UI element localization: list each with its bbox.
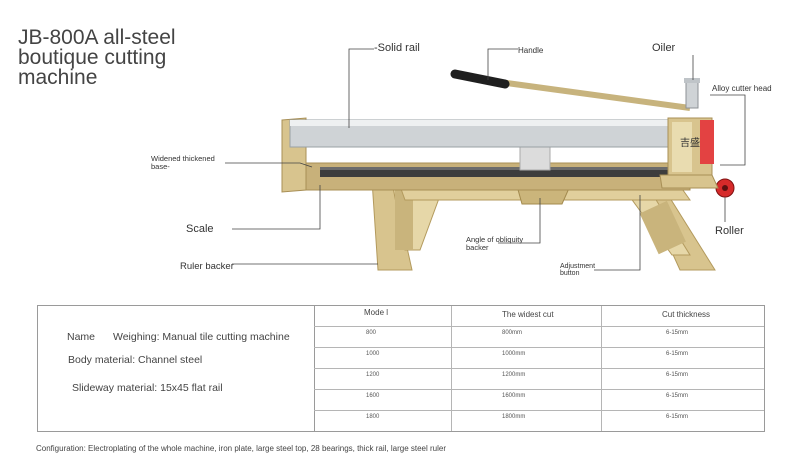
machine-logo: 吉盛 [680,136,700,149]
table-row: 800 800mm 6-15mm [314,326,764,347]
table-row: 1000 1000mm 6-15mm [314,347,764,368]
base-frame [371,179,716,271]
table-row: 1200 1200mm 6-15mm [314,368,764,389]
label-ruler-backer: Ruler backer [180,261,234,272]
page-title: JB-800A all-steel boutique cutting machi… [18,26,176,89]
table-row: 1600 1600mm 6-15mm [314,389,764,410]
handle-grip [450,69,510,89]
cutting-machine-illustration: 吉盛 [225,48,746,271]
spec-details: Name Weighing: Manual tile cutting machi… [38,306,315,431]
label-angle-backer: Angle of obliquity backer [466,235,524,252]
label-scale: Scale [186,223,214,235]
configuration-note: Configuration: Electroplating of the who… [36,444,447,453]
label-handle: Handle [518,46,544,55]
label-solid-rail: -Solid rail [374,42,420,54]
header-widest-cut: The widest cut [502,310,554,319]
spec-box: Name Weighing: Manual tile cutting machi… [37,305,765,432]
label-roller: Roller [715,225,744,237]
spec-slideway: Slideway material: 15x45 flat rail [72,382,223,394]
label-oiler: Oiler [652,42,676,54]
spec-name-label: Name [67,331,96,343]
label-adjustment-button: Adjustment button [560,263,596,277]
spec-weighing: Weighing: Manual tile cutting machine [113,331,290,343]
spec-table: Mode l The widest cut Cut thickness 800 … [314,306,764,431]
header-model: Mode l [364,308,389,317]
callout-lines [225,48,746,271]
label-widened-base: Widened thickened base- [151,154,215,171]
header-cut-thickness: Cut thickness [662,310,711,319]
label-alloy-cutter-head: Alloy cutter head [712,84,772,93]
table-row: 1800 1800mm 6-15mm [314,410,764,431]
spec-body-material: Body material: Channel steel [68,354,203,366]
